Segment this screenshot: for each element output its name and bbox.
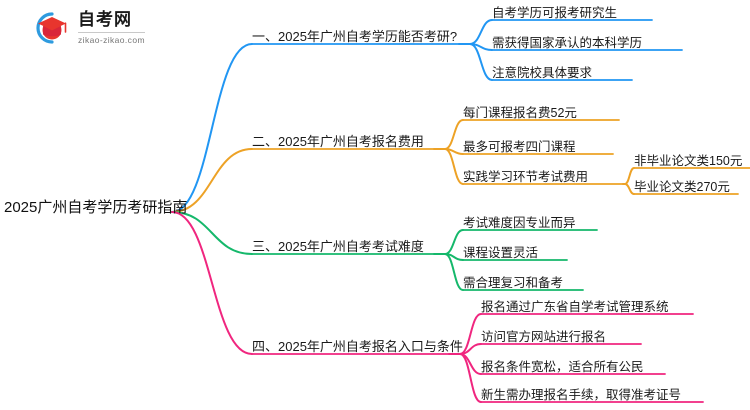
connector-path	[171, 211, 253, 355]
connector-path	[444, 119, 464, 150]
site-logo: 自考网 zikao-zikao.com	[30, 8, 145, 48]
root-topic[interactable]: 2025广州自考学历考研指南	[4, 199, 188, 216]
subtopic-4-3[interactable]: 报名条件宽松，适合所有公民	[481, 360, 644, 374]
leaf-2-3-2[interactable]: 毕业论文类270元	[634, 180, 730, 194]
branch-topic-3[interactable]: 三、2025年广州自考考试难度	[252, 239, 424, 254]
logo-domain: zikao-zikao.com	[78, 31, 145, 45]
branch-topic-1[interactable]: 一、2025年广州自考学历能否考研?	[252, 29, 458, 44]
connector-path	[624, 183, 635, 195]
connector-path	[624, 167, 635, 185]
graduation-cap-icon	[30, 8, 72, 48]
subtopic-4-1[interactable]: 报名通过广东省自学考试管理系统	[481, 300, 669, 314]
subtopic-3-1[interactable]: 考试难度因专业而异	[463, 216, 576, 230]
connector-path	[444, 229, 464, 255]
subtopic-1-2[interactable]: 需获得国家承认的本科学历	[492, 36, 643, 50]
subtopic-2-2[interactable]: 最多可报考四门课程	[463, 140, 576, 154]
subtopic-3-2[interactable]: 课程设置灵活	[463, 246, 539, 260]
branch-topic-4[interactable]: 四、2025年广州自考报名入口与条件	[252, 339, 463, 354]
branch-topic-2[interactable]: 二、2025年广州自考报名费用	[252, 134, 424, 149]
subtopic-4-4[interactable]: 新生需办理报名手续，取得准考证号	[481, 388, 682, 402]
subtopic-2-3[interactable]: 实践学习环节考试费用	[463, 170, 589, 184]
subtopic-1-3[interactable]: 注意院校具体要求	[492, 66, 593, 80]
connector-path	[444, 253, 464, 291]
subtopic-2-1[interactable]: 每门课程报名费52元	[463, 106, 577, 120]
leaf-2-3-1[interactable]: 非毕业论文类150元	[634, 154, 743, 168]
logo-title: 自考网	[78, 10, 132, 30]
connector-path	[171, 43, 253, 213]
connector-path	[459, 353, 482, 403]
subtopic-1-1[interactable]: 自考学历可报考研究生	[492, 6, 618, 20]
connector-path	[469, 19, 493, 45]
connector-path	[171, 148, 253, 213]
connector-path	[469, 43, 493, 81]
connector-path	[171, 211, 253, 255]
connector-path	[444, 148, 464, 185]
subtopic-4-2[interactable]: 访问官方网站进行报名	[481, 330, 607, 344]
subtopic-3-3[interactable]: 需合理复习和备考	[463, 276, 564, 290]
